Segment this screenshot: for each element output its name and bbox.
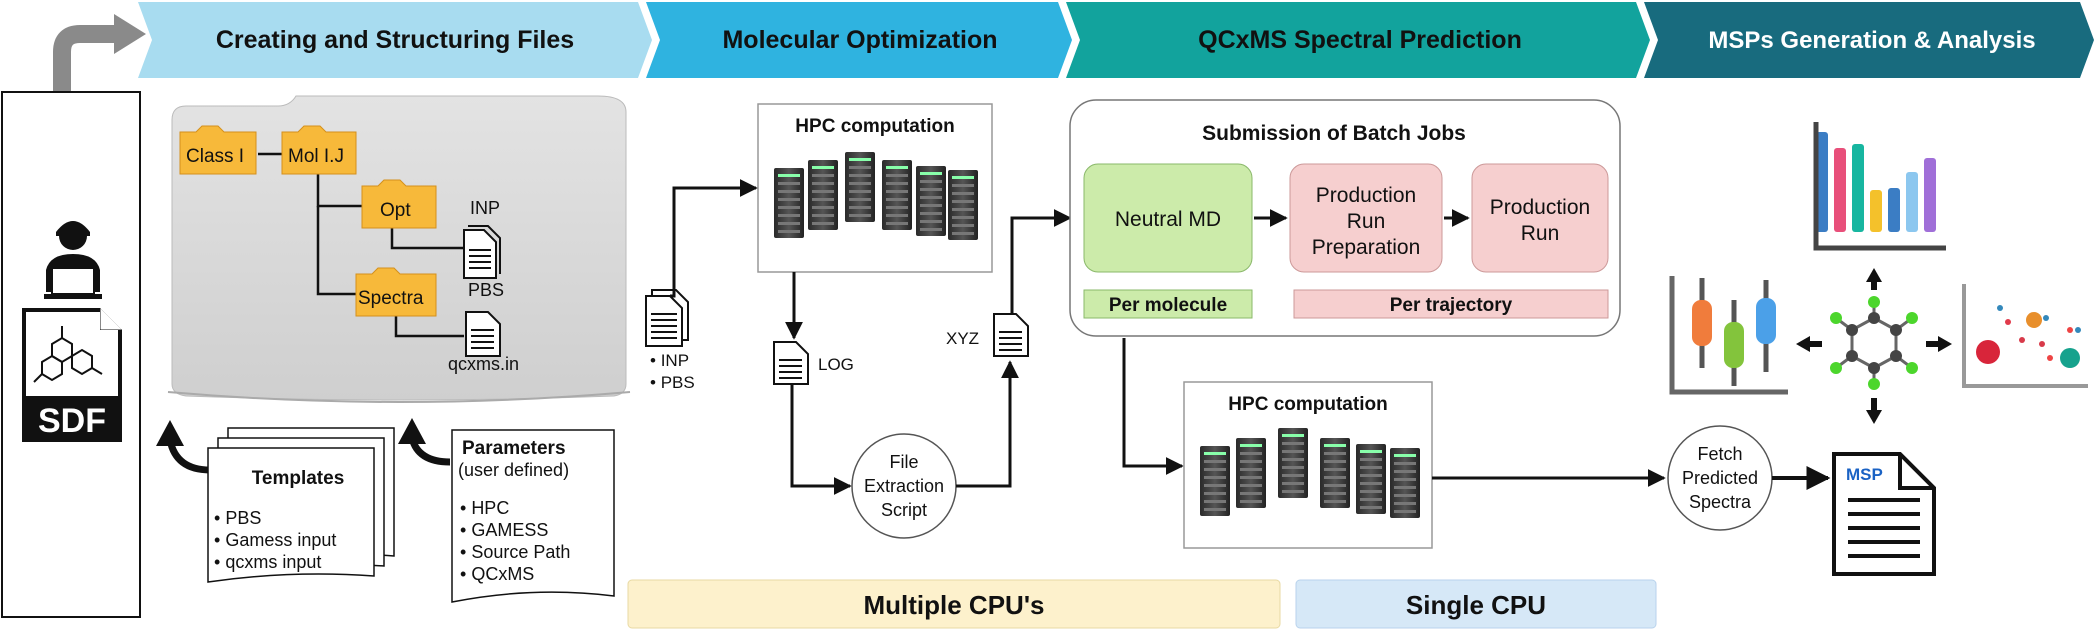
parameters-subtitle: (user defined) (458, 460, 569, 480)
document-icon (465, 311, 501, 357)
opt-hpc-title: HPC computation (795, 116, 954, 137)
upload-arrows (156, 418, 451, 474)
molecule-file-icon: SDF (22, 308, 122, 442)
production-prep-line-2: Run (1347, 210, 1386, 233)
document-icon (773, 341, 809, 385)
per-trajectory-tag (1293, 289, 1609, 319)
extraction-line-2: Extraction (864, 476, 944, 496)
multiple-cpu-label: Multiple CPU's (864, 590, 1045, 620)
arrow-batch-to-hpc (1122, 338, 1184, 475)
folder-opt: Opt (361, 179, 437, 229)
stage-label-3: QCxMS Spectral Prediction (1198, 26, 1522, 54)
arrow-inputs-to-hpc (670, 179, 758, 298)
opt-input-1: • INP (650, 351, 689, 370)
arrow-extraction-to-xyz (956, 360, 1019, 488)
svg-text:Class I: Class I (186, 146, 244, 167)
stage-chevron-1 (138, 2, 652, 78)
production-prep-box (1289, 163, 1443, 273)
pbs-label: PBS (468, 280, 504, 300)
production-run-line-1: Production (1490, 196, 1590, 219)
stage-chevron-3 (1066, 2, 1650, 78)
per-trajectory-label: Per trajectory (1390, 295, 1513, 316)
start-arrow (53, 25, 118, 92)
stage-label-2: Molecular Optimization (722, 26, 997, 54)
spectral-hpc-box: HPC computation (1183, 381, 1433, 549)
templates-item-1: • PBS (214, 508, 261, 528)
templates-item-3: • qcxms input (214, 552, 321, 572)
parameters-note: Parameters (user defined) • HPC • GAMESS… (451, 429, 615, 603)
parameters-item-4: • QCxMS (460, 564, 534, 584)
stage-label-4: MSPs Generation & Analysis (1708, 27, 2035, 54)
opt-input-2: • PBS (650, 373, 695, 392)
production-run-line-2: Run (1521, 222, 1560, 245)
user-computer-icon (44, 221, 102, 299)
per-molecule-tag (1083, 289, 1253, 319)
scatter-plot-icon (1962, 284, 2088, 388)
batch-title: Submission of Batch Jobs (1202, 122, 1466, 145)
extraction-line-3: Script (881, 500, 927, 520)
folder-molecule: Mol I.J (281, 125, 357, 175)
fetch-line-3: Spectra (1689, 492, 1752, 512)
neutral-md-box (1083, 163, 1253, 273)
opt-hpc-box: HPC computation (757, 103, 993, 273)
folder-spectra: Spectra (355, 267, 437, 317)
svg-text:Opt: Opt (380, 200, 411, 221)
arrow-xyz-to-batch (1010, 209, 1072, 314)
xyz-label: XYZ (946, 329, 979, 348)
batch-jobs-panel: Submission of Batch Jobs Neutral MD Prod… (1069, 99, 1621, 337)
parameters-item-3: • Source Path (460, 542, 570, 562)
fetch-line-2: Predicted (1682, 468, 1758, 488)
qcxms-in-label: qcxms.in (448, 354, 519, 374)
start-arrow-head (114, 14, 146, 54)
log-label: LOG (818, 355, 854, 374)
document-icon (993, 313, 1029, 357)
arrow-log-to-extraction (790, 384, 852, 495)
stage-chevron-2 (646, 2, 1072, 78)
document-icon (463, 225, 501, 279)
single-cpu-band (1295, 579, 1657, 629)
parameters-item-1: • HPC (460, 498, 509, 518)
templates-title: Templates (252, 468, 345, 489)
production-run-box (1471, 163, 1609, 273)
box-plot-icon (1669, 276, 1788, 395)
parameters-title: Parameters (462, 438, 566, 459)
parameters-item-2: • GAMESS (460, 520, 548, 540)
document-icon (645, 289, 689, 347)
production-prep-line-1: Production (1316, 184, 1416, 207)
per-molecule-label: Per molecule (1109, 295, 1227, 316)
single-cpu-label: Single CPU (1406, 590, 1546, 620)
msp-label: MSP (1846, 465, 1883, 484)
multiple-cpu-band (627, 579, 1281, 629)
fetch-line-1: Fetch (1697, 444, 1742, 464)
molecule-3d-icon (1796, 268, 1952, 424)
templates-item-2: • Gamess input (214, 530, 336, 550)
stage-chevron-4 (1644, 2, 2094, 78)
spectral-hpc-title: HPC computation (1228, 394, 1387, 415)
templates-note: Templates • PBS • Gamess input • qcxms i… (207, 427, 395, 583)
project-folder: Class I Mol I.J Opt Spectra INP PBS qcxm… (167, 95, 631, 403)
folder-class: Class I (179, 125, 257, 175)
svg-text:Mol I.J: Mol I.J (288, 146, 344, 167)
pipeline-header: Creating and Structuring Files Molecular… (138, 2, 2094, 78)
extraction-line-1: File (889, 452, 918, 472)
production-prep-line-3: Preparation (1312, 236, 1421, 259)
svg-text:Spectra: Spectra (358, 288, 424, 309)
stage-label-1: Creating and Structuring Files (216, 26, 574, 54)
input-panel: SDF (1, 91, 141, 618)
inp-label: INP (470, 198, 500, 218)
bar-chart-icon (1813, 122, 1946, 251)
sdf-label: SDF (38, 402, 106, 440)
neutral-md-label: Neutral MD (1115, 208, 1221, 231)
msp-file-icon: MSP (1832, 452, 1936, 576)
